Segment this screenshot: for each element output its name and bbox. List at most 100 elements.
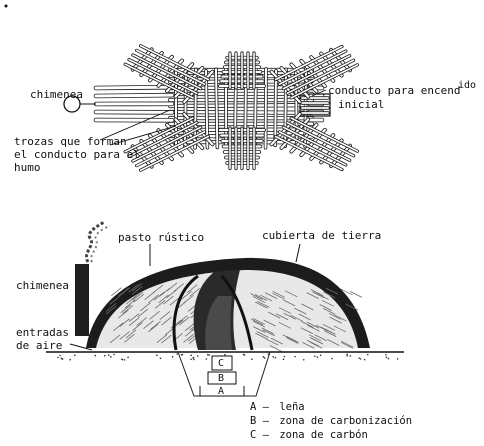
wood-hatch-stroke [294,307,307,315]
wood-hatch-stroke [320,326,333,334]
wood-hatch-stroke [301,320,314,328]
wood-hatch-stroke [252,326,266,333]
log-core [205,69,209,149]
plan-label-logs-line1: trozas que forman [14,135,127,148]
ground-dot [349,355,352,357]
wood-hatch-stroke [179,316,190,326]
carbonization-zone-left [172,274,199,351]
section-label-air-line1: entradas [16,326,69,339]
wood-hatch-stroke [322,308,336,315]
duct-pointer [311,89,327,97]
ground-dot [205,358,208,360]
ground-dot [319,354,322,357]
wood-hatch-stroke [184,322,196,332]
wood-hatch-stroke [128,283,139,293]
ground-dot [206,353,209,356]
wood-hatch-stroke [109,296,120,305]
ground-dot [57,356,59,359]
ground-dot [107,354,110,356]
wood-hatch-stroke [148,323,159,333]
wood-hatch-stroke [269,345,282,352]
wood-hatch-stroke [156,334,168,344]
wood-hatch-stroke [333,325,347,333]
log-core [132,126,202,162]
ground-dot [156,354,158,356]
wood-hatch-stroke [306,339,320,347]
legend-sep: – [262,429,269,441]
ignition-duct-outline [299,93,331,117]
log-core [128,121,198,158]
ground-dot [363,358,366,361]
ground-dot [180,353,183,356]
wood-hatch-stroke [111,287,122,296]
wood-hatch-stroke [119,331,130,340]
wood-hatch-stroke [315,324,329,332]
wood-hatch-stroke [300,327,314,335]
ground-dot [346,354,349,357]
plan-label-duct-line1: conducto para encend [328,84,461,97]
wood-hatch-stroke [263,319,276,327]
legend-key: C [250,429,257,441]
ground-dot [387,357,390,360]
log-core [215,68,219,149]
marker-box-c [211,355,233,371]
wood-hatch-stroke [109,334,121,344]
legend-text: zona de carbón [279,429,368,441]
wood-hatch-stroke [334,314,347,322]
ground-dot [331,357,333,360]
wood-hatch-stroke [278,307,292,314]
log-core [139,44,210,81]
wood-hatch-stroke [154,300,166,309]
wood-hatch-stroke [252,296,266,303]
section-label-cover: cubierta de tierra [262,229,382,242]
wood-hatch-stroke [286,337,299,344]
legend-item-b: B – zona de carbonización [250,415,412,428]
wood-hatch-stroke [152,284,164,294]
wood-hatch-stroke [153,291,165,301]
ground-dot [359,358,362,360]
ground-dot [121,358,124,361]
wood-hatch-stroke [310,337,324,345]
wood-hatch-stroke [120,304,132,314]
wood-hatch-stroke [133,293,145,303]
ground-dot [159,357,162,360]
ground-dot [190,358,192,361]
log-core [168,103,314,108]
plan-label-logs-line2: el conducto para el [14,148,140,161]
log-core [135,49,206,85]
plan-label-chimney: chimenea [30,88,83,101]
wood-hatch-stroke [136,317,147,326]
wood-hatch-stroke [105,303,117,312]
wood-hatch-stroke [307,324,320,332]
wood-hatch-stroke [159,287,171,297]
wood-hatch-stroke [119,287,131,296]
section-label-grass: pasto rústico [118,231,205,244]
wood-hatch-stroke [261,327,274,335]
ground-dot [208,354,210,356]
wood-hatch-stroke [189,288,200,297]
wood-hatch-stroke [267,311,281,319]
wood-hatch-stroke [341,342,354,349]
wood-hatch-stroke [314,334,327,342]
wood-hatch-stroke [139,302,151,312]
ground-dot [302,358,305,361]
ground-dot [94,354,97,357]
wood-hatch-stroke [255,332,268,340]
ground-dot [196,355,199,357]
legend-text: leña [279,401,305,413]
wood-hatch-stroke [285,290,298,298]
section-view [46,220,404,397]
wood-hatch-stroke [265,338,279,346]
ground-dot [61,358,64,360]
wood-hatch-stroke [252,317,265,325]
marker-bracket-a [199,386,245,397]
wood-hatch-stroke [252,320,266,328]
air-pointer [69,343,93,351]
legend-key: B [250,415,257,427]
wood-hatch-stroke [124,299,136,309]
corner-dot [4,4,8,8]
ground-dot [113,353,115,356]
wood-hatch-stroke [119,318,130,328]
wood-hatch-stroke [321,299,335,307]
wood-hatch-stroke [132,291,144,301]
